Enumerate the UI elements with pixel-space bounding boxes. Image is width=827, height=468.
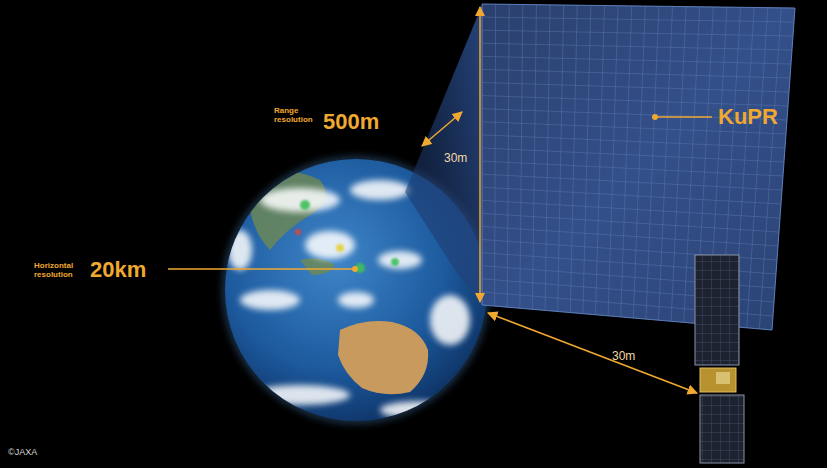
antenna-name: KuPR (718, 105, 778, 129)
horizontal-resolution-value: 20km (90, 258, 146, 282)
satellite (695, 255, 744, 463)
horizontal-resolution-caption: Horizontal resolution (34, 262, 86, 280)
width-dimension: 30m (612, 350, 635, 363)
dimension-lines (422, 7, 697, 393)
copyright-note: ©JAXA (8, 448, 37, 458)
height-dimension: 30m (444, 152, 467, 165)
range-resolution-caption: Range resolution (274, 107, 320, 125)
range-resolution-value: 500m (323, 110, 379, 134)
kupr-antenna (482, 4, 795, 330)
radar-beam (405, 5, 482, 305)
leader-lines (168, 114, 712, 272)
